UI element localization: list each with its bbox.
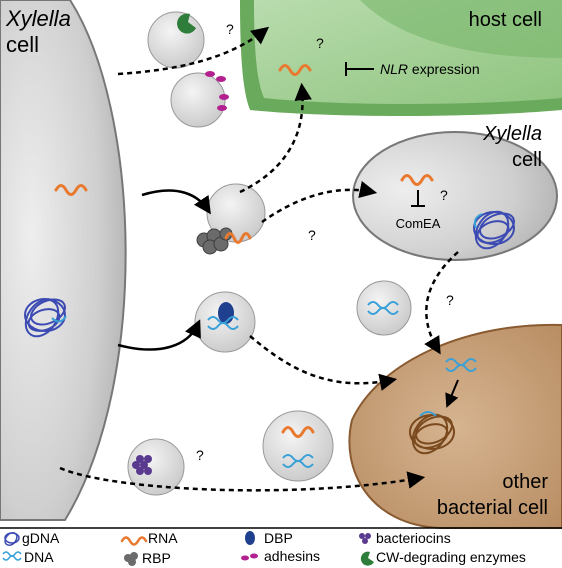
legend-bacteriocins: bacteriocins [376,530,451,546]
cw-degrading-enzyme-icon [177,13,196,34]
rna-icon [54,184,88,196]
legend-cw-enzymes: CW-degrading enzymes [376,549,526,565]
xylella-cell-left [0,0,127,521]
gdna-icon [24,298,67,338]
xylella-left-cell: cell [6,32,39,57]
xylella-right-name: Xylella [482,123,542,145]
arrow-vesicle-to-xylella [261,180,378,224]
legend-dna-icon [2,551,22,561]
bacterial-genome-icon [409,411,455,455]
other-bacterial-cell [348,323,562,529]
arrow-xylella-to-other [424,251,459,355]
rna-icon [400,174,434,186]
vesicle-rna-dna [262,410,334,482]
legend-dbp: DBP [264,530,293,546]
rbp-icon [196,227,233,255]
inhibition-symbol [411,190,425,207]
legend-rbp: RBP [142,550,171,566]
legend-bacteriocin-icon [359,533,371,544]
unknown-mark: ? [446,292,454,308]
legend-dbp-icon [245,531,255,545]
adhesin-icon [205,71,229,111]
rna-icon [224,232,252,244]
uptake-arrow [445,379,459,408]
unknown-mark: ? [440,187,448,203]
xylella-cell-right [352,131,558,261]
legend-rna: RNA [148,530,178,546]
legend-adhesin-icon [241,553,258,561]
vesicle-adhesins [170,72,226,128]
bacteriocin-icon [132,455,152,475]
unknown-mark: ? [196,447,204,463]
unknown-mark: ? [226,21,234,37]
unknown-mark: ? [308,227,316,243]
other-bacterial-label-1: other [502,471,548,493]
dna-icon [367,301,399,315]
legend-cw-enzyme-icon [360,551,374,566]
legend-dna: DNA [24,549,54,565]
arrow-bottom-to-other [59,466,426,492]
rna-icon [278,64,312,76]
vesicle-bacteriocins [127,438,185,496]
legend-rna-icon [120,536,148,546]
arrow-secretion-dna [117,319,201,351]
legend-rbp-icon [124,552,138,566]
arrow-to-host-top [117,26,270,76]
xylella-left-name: Xylella [5,6,71,31]
legend: gDNA DNA RNA RBP DBP adhesins bacterioci… [2,530,526,566]
inhibition-symbol [345,62,374,76]
vesicle-cw-enzyme [147,11,205,69]
rna-icon [281,426,315,438]
dna-icon [445,358,477,372]
legend-gdna-icon [4,531,20,547]
host-cell-label: host cell [469,9,542,31]
legend-adhesins: adhesins [264,548,320,564]
host-cell [240,0,562,116]
arrow-dna-vesicle-to-other [249,335,398,391]
gdna-icon [473,210,515,250]
dna-icon [282,454,314,468]
xylella-right-cell: cell [512,149,542,171]
other-bacterial-label-2: bacterial cell [437,497,548,519]
arrows [59,26,459,492]
nlr-expression-label: NLR expression [380,61,480,77]
dna-icon [207,316,239,330]
arrow-secretion-rna [141,189,211,215]
legend-gdna: gDNA [22,530,60,546]
comea-label: ComEA [396,216,441,231]
unknown-mark: ? [316,35,324,51]
